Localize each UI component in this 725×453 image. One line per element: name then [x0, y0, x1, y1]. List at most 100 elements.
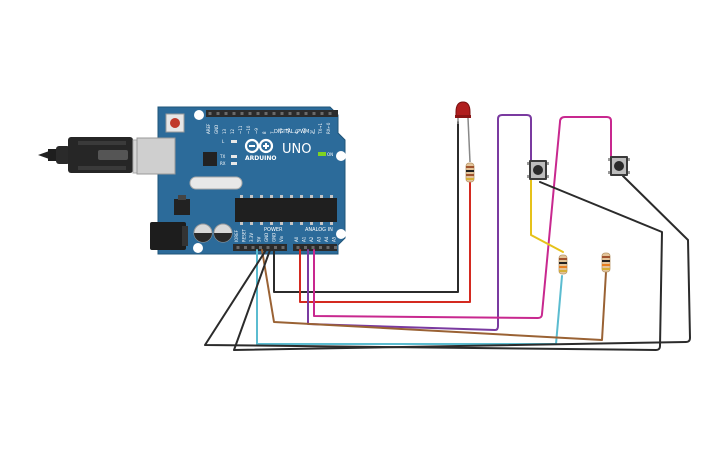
- wire-led-signal[interactable]: [299, 181, 471, 303]
- digital-header-label: DIGITAL (PWM~): [274, 129, 316, 135]
- digital-pin-socket[interactable]: [280, 112, 284, 115]
- digital-pin-label: GND: [214, 125, 219, 134]
- digital-pin-socket[interactable]: [288, 112, 292, 115]
- analog-pin-socket[interactable]: [326, 246, 330, 249]
- power-jack: [150, 222, 186, 250]
- usb-chip: [203, 152, 217, 166]
- digital-pin-socket[interactable]: [208, 112, 212, 115]
- analog-pin-label: A0: [294, 236, 299, 242]
- model-label: UNO: [282, 142, 311, 157]
- analog-pin-label: A2: [309, 236, 314, 242]
- rx-led: [231, 162, 237, 165]
- tx-led-label: TX: [219, 154, 225, 159]
- analog-pin-label: A4: [324, 236, 329, 242]
- analog-pin-socket[interactable]: [319, 246, 322, 249]
- digital-pin-socket[interactable]: [320, 112, 324, 115]
- digital-pin-label: 12: [230, 128, 235, 134]
- mounting-hole: [193, 243, 203, 253]
- tx-led: [231, 155, 237, 158]
- resistor-button-1[interactable]: [558, 254, 568, 275]
- digital-pin-socket[interactable]: [328, 112, 332, 115]
- wire-black-button-1[interactable]: [204, 181, 663, 351]
- power-pin-socket[interactable]: [266, 246, 270, 249]
- digital-pin-socket[interactable]: [224, 112, 228, 115]
- wire-cyan-5v[interactable]: [256, 249, 563, 345]
- digital-pin-label: AREF: [206, 123, 211, 134]
- power-pin-socket[interactable]: [281, 246, 285, 249]
- digital-pin-label: ~6: [278, 128, 283, 134]
- digital-pin-socket[interactable]: [304, 112, 308, 115]
- wire-purple-button-1[interactable]: [307, 114, 532, 331]
- arduino-logo-icon: [244, 138, 274, 154]
- rx-led-label: RX: [220, 161, 226, 166]
- digital-pin-label: ~3: [302, 128, 307, 134]
- power-pin-label: GND: [272, 233, 277, 242]
- crystal: [189, 176, 243, 190]
- digital-pin-label: 7: [270, 131, 275, 134]
- digital-pin-label: 13: [222, 128, 227, 134]
- wire-yellow-button-resistor[interactable]: [530, 177, 564, 253]
- digital-pin-socket[interactable]: [312, 112, 316, 115]
- mounting-hole: [336, 229, 346, 239]
- power-pin-label: RESET: [242, 229, 247, 242]
- digital-pin-label: ~10: [246, 125, 251, 134]
- analog-header: [293, 244, 337, 251]
- power-pin-socket[interactable]: [244, 246, 247, 249]
- mounting-hole: [336, 151, 346, 161]
- digital-pin-socket[interactable]: [216, 112, 220, 115]
- analog-pin-label: A5: [332, 236, 337, 242]
- l-led: [231, 140, 237, 143]
- digital-pin-socket[interactable]: [248, 112, 252, 115]
- analog-header-label: ANALOG IN: [305, 227, 333, 233]
- analog-pin-socket[interactable]: [304, 246, 307, 249]
- reset-button-cap[interactable]: [170, 118, 180, 128]
- analog-pin-socket[interactable]: [311, 246, 315, 249]
- digital-pin-socket[interactable]: [256, 112, 260, 115]
- usb-jack: [136, 137, 176, 175]
- wire-led-gnd[interactable]: [273, 121, 459, 293]
- digital-pin-label: 4: [294, 131, 299, 134]
- pushbutton-1[interactable]: [527, 160, 549, 180]
- power-pin-socket[interactable]: [274, 246, 277, 249]
- digital-pin-label: TX→1: [318, 122, 323, 135]
- digital-header: [206, 110, 338, 117]
- digital-pin-label: ~5: [286, 128, 291, 134]
- pushbutton-2[interactable]: [608, 156, 630, 176]
- digital-pin-socket[interactable]: [232, 112, 236, 115]
- power-header-label: POWER: [264, 227, 283, 233]
- wire-magenta-button-2[interactable]: [313, 116, 612, 319]
- power-pin-socket[interactable]: [251, 246, 255, 249]
- wire-black-button-2[interactable]: [233, 175, 691, 351]
- resistor-led[interactable]: [465, 162, 475, 183]
- red-led[interactable]: [455, 101, 471, 163]
- digital-pin-label: 8: [262, 131, 267, 134]
- analog-pin-label: A3: [317, 236, 322, 242]
- power-pin-label: 3.3V: [249, 233, 254, 242]
- resistor-button-2[interactable]: [601, 252, 611, 273]
- power-pin-socket[interactable]: [259, 246, 262, 249]
- wires: [204, 114, 691, 351]
- wire-brown-resistor-2[interactable]: [261, 249, 607, 341]
- analog-pin-socket[interactable]: [334, 246, 337, 249]
- voltage-regulator: [174, 199, 190, 215]
- analog-pin-label: A1: [302, 236, 307, 242]
- digital-pin-socket[interactable]: [264, 112, 268, 115]
- brand-label: ARDUINO: [245, 155, 276, 162]
- digital-pin-label: ~11: [238, 125, 243, 134]
- power-pin-label: GND: [264, 233, 269, 242]
- digital-pin-socket[interactable]: [240, 112, 244, 115]
- power-pin-socket[interactable]: [236, 246, 240, 249]
- power-pin-label: Vin: [279, 235, 284, 242]
- on-led: [318, 152, 326, 156]
- digital-pin-label: 2: [310, 131, 315, 134]
- analog-pin-socket[interactable]: [296, 246, 300, 249]
- mounting-hole: [194, 110, 204, 120]
- power-pin-label: 5V: [257, 236, 262, 242]
- atmega-chip: [235, 198, 337, 222]
- digital-pin-socket[interactable]: [296, 112, 300, 115]
- digital-pin-socket[interactable]: [272, 112, 276, 115]
- l-led-label: L: [222, 139, 225, 144]
